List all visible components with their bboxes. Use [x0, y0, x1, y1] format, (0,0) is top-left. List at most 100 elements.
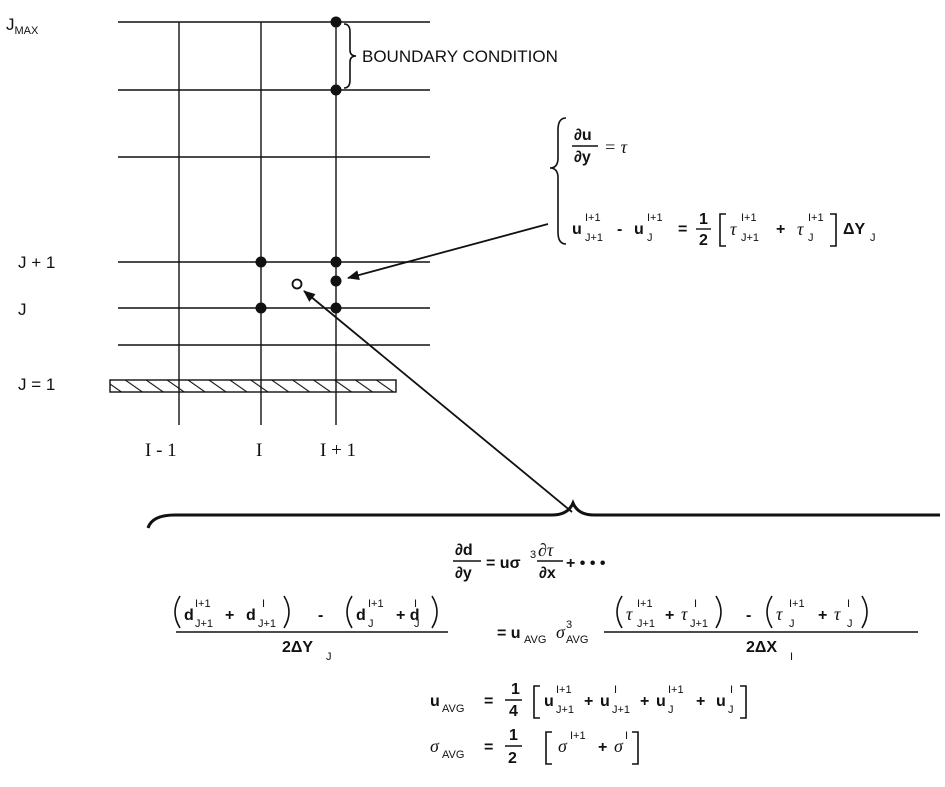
svg-text:u: u: [544, 693, 554, 710]
node-ip1-half: [330, 275, 342, 287]
svg-text:=: =: [484, 739, 493, 756]
svg-text:=: =: [678, 221, 687, 238]
svg-text:I+1: I+1: [741, 212, 757, 224]
svg-text:J: J: [414, 618, 420, 630]
svg-text:+: +: [665, 607, 674, 624]
equation-du-dy: ∂u ∂y = τ: [572, 127, 628, 166]
node-boundary-top: [330, 16, 342, 28]
svg-text:4: 4: [509, 703, 518, 720]
equation-u-avg: u AVG = 1 4 u I+1 J+1 + u I J+1 + u I+1 …: [430, 681, 747, 720]
svg-text:I+1: I+1: [556, 684, 572, 696]
node-ip1-jp1: [330, 256, 342, 268]
svg-text:d: d: [246, 607, 256, 624]
node-center-open: [291, 278, 303, 290]
svg-text:J: J: [647, 232, 653, 244]
svg-text:AVG: AVG: [442, 703, 464, 715]
label-i: I: [256, 440, 262, 461]
svg-text:-: -: [746, 607, 751, 624]
svg-text:u: u: [572, 221, 582, 238]
svg-text:+ d: + d: [396, 607, 420, 624]
svg-text:u: u: [430, 693, 440, 710]
svg-text:J: J: [847, 618, 853, 630]
svg-text:I+1: I+1: [647, 212, 663, 224]
svg-text:1: 1: [511, 681, 520, 698]
svg-text:τ: τ: [730, 219, 737, 239]
bc-brace: [549, 117, 567, 245]
svg-text:+: +: [225, 607, 234, 624]
svg-text:d: d: [356, 607, 366, 624]
svg-text:τ: τ: [776, 604, 783, 624]
svg-text:I+1: I+1: [570, 730, 586, 742]
svg-text:ΔY: ΔY: [843, 221, 866, 238]
svg-text:2ΔY: 2ΔY: [282, 639, 313, 656]
svg-text:I+1: I+1: [195, 598, 211, 610]
svg-text:+ • • •: + • • •: [566, 555, 606, 572]
node-boundary-lower: [330, 84, 342, 96]
mesh-grid: [109, 16, 430, 425]
svg-text:2ΔX: 2ΔX: [746, 639, 777, 656]
equation-bc-discrete: u I+1 J+1 - u I+1 J = 1 2 τ I+1 J+1 + τ …: [572, 211, 876, 249]
svg-text:J+1: J+1: [741, 232, 759, 244]
svg-text:I+1: I+1: [789, 598, 805, 610]
svg-text:σ: σ: [556, 622, 566, 642]
svg-text:σ: σ: [430, 736, 440, 756]
svg-text:J+1: J+1: [258, 618, 276, 630]
svg-text:I+1: I+1: [585, 212, 601, 224]
label-i-minus-1: I - 1: [145, 440, 177, 461]
wall-hatching: [109, 379, 397, 393]
svg-text:+: +: [776, 221, 785, 238]
svg-text:I: I: [790, 651, 793, 663]
svg-text:I+1: I+1: [668, 684, 684, 696]
svg-text:I+1: I+1: [808, 212, 824, 224]
label-j: J: [18, 300, 27, 319]
svg-text:d: d: [184, 607, 194, 624]
svg-text:= uσ: = uσ: [486, 555, 521, 572]
svg-text:I: I: [614, 684, 617, 696]
svg-text:u: u: [600, 693, 610, 710]
svg-text:J+1: J+1: [195, 618, 213, 630]
svg-text:J+1: J+1: [637, 618, 655, 630]
svg-text:+: +: [640, 693, 649, 710]
svg-text:+: +: [598, 739, 607, 756]
svg-text:∂τ: ∂τ: [538, 540, 554, 560]
svg-text:I: I: [694, 598, 697, 610]
svg-text:= τ: = τ: [604, 137, 628, 157]
label-j-equals-1: J = 1: [18, 375, 55, 394]
svg-text:τ: τ: [626, 604, 633, 624]
svg-text:I: I: [625, 730, 628, 742]
svg-text:AVG: AVG: [566, 634, 588, 646]
label-boundary-condition: BOUNDARY CONDITION: [362, 47, 558, 66]
svg-text:-: -: [617, 221, 622, 238]
svg-text:u: u: [656, 693, 666, 710]
svg-text:σ: σ: [614, 736, 624, 756]
svg-text:J+1: J+1: [585, 232, 603, 244]
svg-text:J: J: [870, 232, 876, 244]
boundary-brace: [343, 23, 357, 89]
svg-text:1: 1: [509, 727, 518, 744]
label-j-plus-1: J + 1: [18, 253, 55, 272]
svg-text:AVG: AVG: [442, 749, 464, 761]
svg-text:I+1: I+1: [637, 598, 653, 610]
svg-text:σ: σ: [558, 736, 568, 756]
node-i-j: [255, 302, 267, 314]
svg-text:= u: = u: [497, 625, 521, 642]
svg-text:∂d: ∂d: [455, 542, 473, 559]
svg-text:J: J: [668, 704, 674, 716]
svg-text:3: 3: [530, 549, 536, 561]
svg-text:∂x: ∂x: [539, 565, 556, 582]
svg-text:u: u: [634, 221, 644, 238]
svg-text:∂y: ∂y: [455, 565, 472, 582]
svg-text:-: -: [318, 607, 323, 624]
svg-text:I: I: [730, 684, 733, 696]
label-j-max: JMAX: [6, 15, 39, 37]
node-ip1-j: [330, 302, 342, 314]
svg-text:J: J: [728, 704, 734, 716]
svg-text:J+1: J+1: [556, 704, 574, 716]
svg-text:J: J: [808, 232, 814, 244]
svg-text:∂y: ∂y: [574, 149, 591, 166]
svg-text:I: I: [262, 598, 265, 610]
svg-text:τ: τ: [834, 604, 841, 624]
svg-text:I+1: I+1: [368, 598, 384, 610]
label-i-plus-1: I + 1: [320, 440, 356, 461]
